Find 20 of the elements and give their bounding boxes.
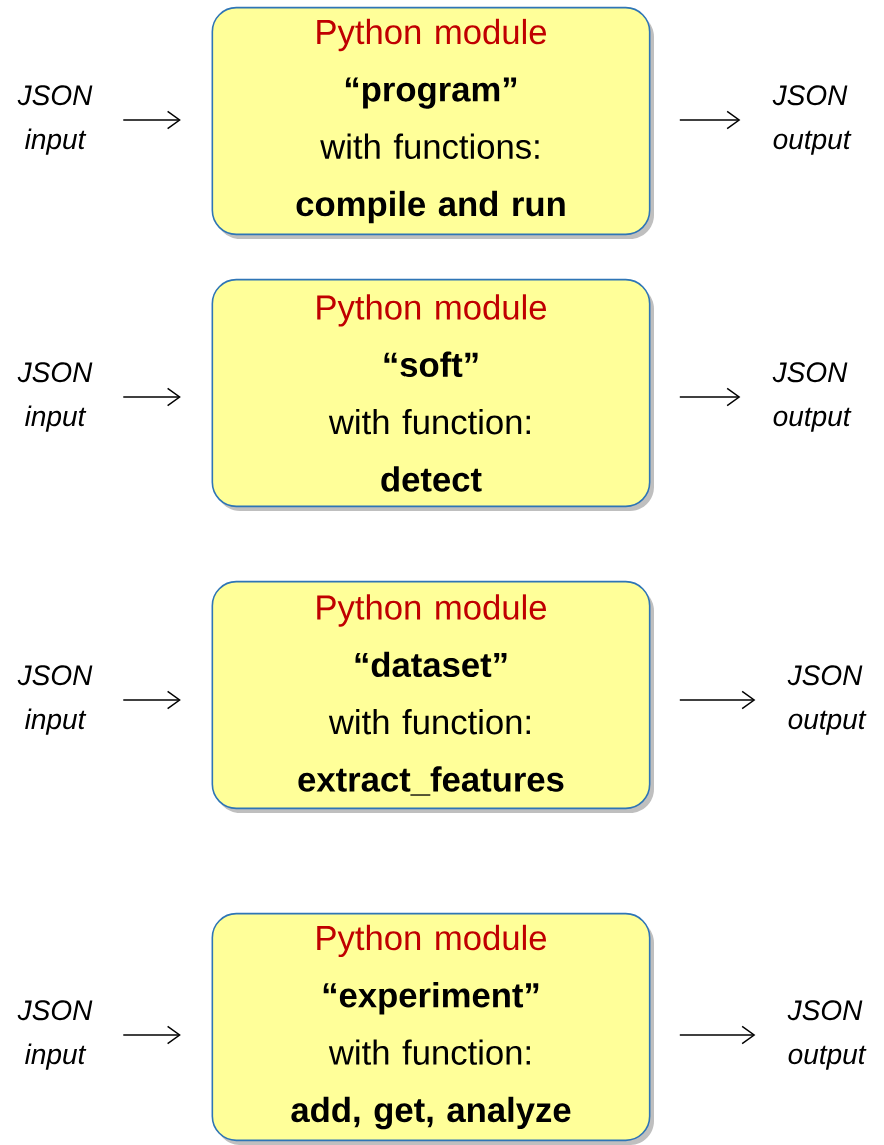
- module-box: Python module “experiment” with function: add, get, analyze: [211, 912, 654, 1145]
- io-label: JSON output: [787, 1000, 867, 1070]
- io-label: JSON output: [787, 665, 867, 735]
- io-label: JSON input: [17, 362, 93, 432]
- arrow: [679, 387, 741, 407]
- io-label: JSON input: [17, 1000, 93, 1070]
- arrow: [679, 1025, 756, 1045]
- arrow: [122, 690, 181, 710]
- module-box: Python module “dataset” with function: extract_features: [211, 580, 654, 813]
- io-label: JSON output: [772, 85, 852, 155]
- io-label: JSON input: [17, 85, 93, 155]
- arrow: [122, 110, 181, 130]
- arrow: [679, 690, 756, 710]
- io-label: JSON input: [17, 665, 93, 735]
- module-box: Python module “program” with functions: compile and run: [211, 6, 654, 239]
- arrow: [122, 387, 181, 407]
- arrow: [679, 110, 741, 130]
- module-box: Python module “soft” with function: detect: [211, 278, 654, 511]
- arrow: [122, 1025, 181, 1045]
- io-label: JSON output: [772, 362, 852, 432]
